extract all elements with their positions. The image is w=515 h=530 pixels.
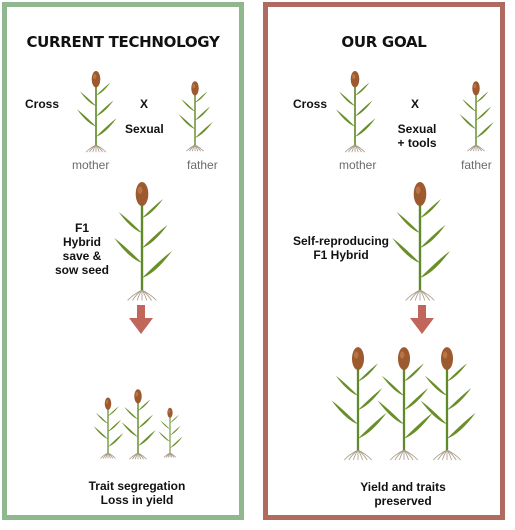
- sorghum-plant-icon: [331, 347, 387, 461]
- sorghum-plant-icon: [93, 397, 124, 459]
- sorghum-plant-icon: [158, 407, 183, 458]
- method-label: Sexual: [125, 122, 164, 136]
- father-label: father: [187, 158, 218, 172]
- sorghum-plant-icon: [178, 81, 213, 152]
- sorghum-plant-icon: [76, 70, 117, 153]
- sorghum-plant-icon: [377, 347, 433, 461]
- sorghum-plant-icon: [121, 389, 156, 460]
- cross-x-symbol: X: [411, 97, 420, 111]
- father-label: father: [461, 158, 492, 172]
- panel-title: CURRENT TECHNOLOGY: [26, 33, 220, 51]
- current-technology-panel: CURRENT TECHNOLOGY Cross X Sexual mother…: [2, 2, 244, 520]
- mother-label: mother: [339, 158, 377, 172]
- panel-title: OUR GOAL: [341, 33, 427, 51]
- sorghum-plant-icon: [392, 182, 450, 301]
- method-label: Sexual+ tools: [397, 122, 437, 150]
- sorghum-plant-icon: [335, 70, 376, 153]
- sorghum-plant-icon: [420, 347, 476, 461]
- cross-x-symbol: X: [140, 97, 149, 111]
- cross-label: Cross: [293, 97, 328, 111]
- mother-label: mother: [72, 158, 110, 172]
- sorghum-plant-icon: [114, 182, 172, 301]
- cross-label: Cross: [25, 97, 60, 111]
- our-goal-panel: OUR GOAL Cross X Sexual+ tools mother fa…: [263, 2, 505, 520]
- sorghum-plant-icon: [459, 81, 494, 152]
